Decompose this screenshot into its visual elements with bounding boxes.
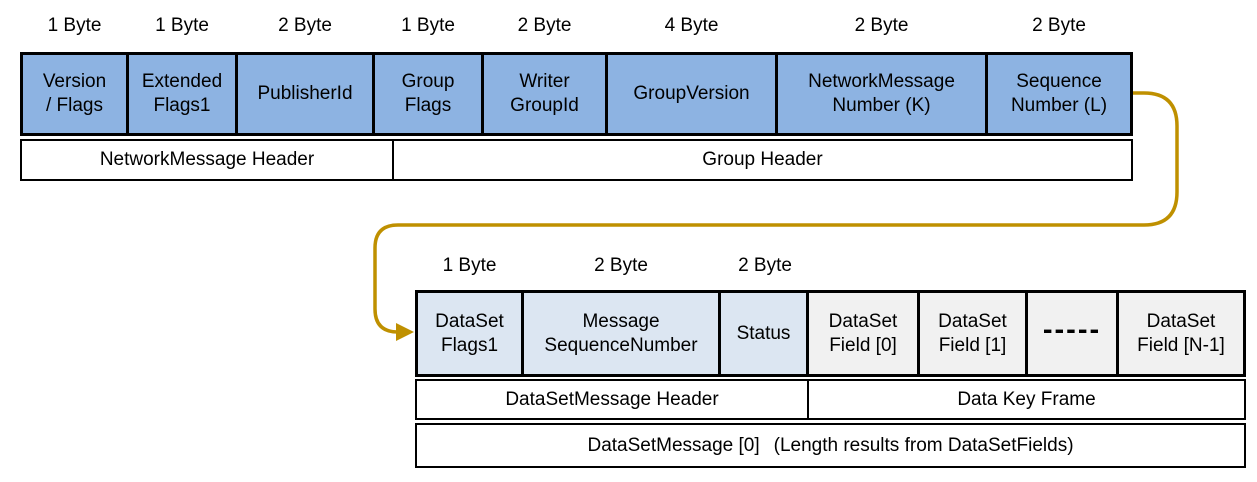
footer-datasetmessage-label: DataSetMessage [0] (587, 434, 760, 456)
network-message-byte-labels: 1 Byte 1 Byte 2 Byte 1 Byte 2 Byte 4 Byt… (20, 12, 1139, 40)
byte-label: 2 Byte (594, 255, 648, 276)
cell-publisherid: PublisherId (238, 55, 375, 133)
cell-writer-groupid: Writer GroupId (484, 55, 608, 133)
byte-label: 1 Byte (47, 15, 102, 36)
byte-label: 2 Byte (517, 15, 572, 36)
cell-groupversion: GroupVersion (608, 55, 778, 133)
footer-datasetmessage-note: (Length results from DataSetFields) (773, 434, 1074, 456)
cell-networkmessage-number: NetworkMessage Number (K) (778, 55, 988, 133)
footer-datasetmessage: DataSetMessage [0] (Length results from … (415, 423, 1246, 468)
cell-status: Status (721, 293, 809, 374)
cell-version-flags: Version / Flags (23, 55, 129, 133)
cell-dataset-field-ellipsis: ----- (1028, 293, 1119, 374)
span-group-header: Group Header (702, 149, 823, 170)
byte-label: 2 Byte (854, 15, 909, 36)
cell-message-sequencenumber: Message SequenceNumber (524, 293, 721, 374)
byte-label: 2 Byte (1032, 15, 1086, 36)
dataset-message-span-row: DataSetMessage Header Data Key Frame (415, 379, 1246, 420)
byte-label: 1 Byte (442, 255, 497, 276)
dataset-message-byte-labels: 1 Byte 2 Byte 2 Byte (415, 252, 1252, 280)
cell-dataset-field-0: DataSet Field [0] (809, 293, 920, 374)
cell-sequence-number: Sequence Number (L) (988, 55, 1130, 133)
cell-dataset-field-1: DataSet Field [1] (920, 293, 1028, 374)
byte-label: 2 Byte (278, 15, 332, 36)
cell-dataset-flags1: DataSet Flags1 (418, 293, 524, 374)
cell-extended-flags1: Extended Flags1 (129, 55, 238, 133)
span-data-key-frame: Data Key Frame (957, 388, 1096, 410)
span-networkmessage-header: NetworkMessage Header (22, 141, 394, 179)
cell-dataset-field-n-minus-1: DataSet Field [N-1] (1119, 293, 1243, 374)
span-datasetmessage-header: DataSetMessage Header (417, 381, 809, 418)
network-message-table: Version / Flags Extended Flags1 Publishe… (20, 52, 1133, 136)
byte-label: 1 Byte (155, 15, 209, 36)
cell-group-flags: Group Flags (375, 55, 484, 133)
byte-label: 1 Byte (401, 15, 455, 36)
flow-arrow-head (396, 323, 414, 341)
network-message-span-row: NetworkMessage Header Group Header (20, 139, 1133, 181)
byte-label: 4 Byte (664, 15, 719, 36)
byte-label: 2 Byte (738, 255, 792, 276)
dataset-message-table: DataSet Flags1 Message SequenceNumber St… (415, 290, 1246, 377)
